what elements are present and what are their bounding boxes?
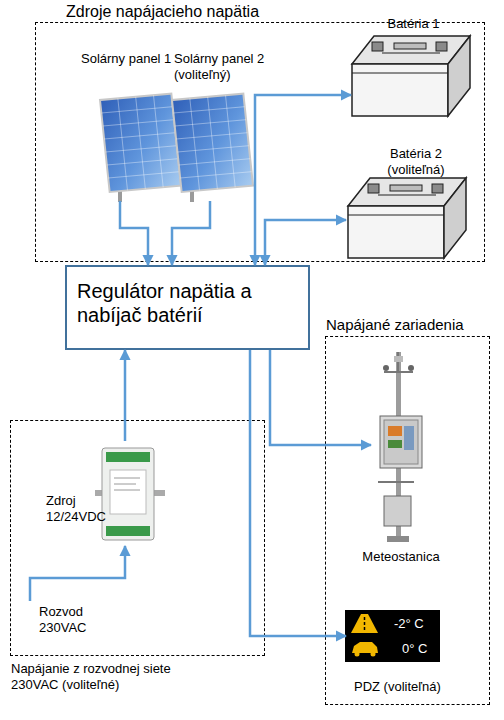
device-caption: Solárny panel 1 (81, 51, 176, 67)
load-group: Napájané zariadeniaMeteostanica-2° C0° C… (325, 336, 490, 705)
box-label: Regulátor napätia a nabíjač batérií (77, 279, 302, 327)
device-caption: Batéria 2 (voliteľná) (381, 146, 451, 177)
power-connector (30, 546, 125, 601)
solar-panel: Solárny panel 2 (voliteľný) (166, 46, 266, 201)
display-reading: -2° C (394, 616, 439, 632)
power-connector (265, 220, 346, 265)
weather-station: Meteostanica (371, 346, 431, 568)
device-caption: PDZ (voliteľná) (354, 679, 464, 695)
display-sign-image (345, 610, 440, 662)
device-caption: Batéria 1 (351, 16, 476, 32)
power-connector (255, 95, 351, 265)
device-caption: Meteostanica (359, 549, 443, 565)
group-heading: Napájané zariadenia (326, 316, 504, 334)
device-caption: Solárny panel 2 (voliteľný) (174, 51, 269, 82)
power-connector (172, 201, 210, 265)
solar-panel-image (100, 94, 181, 202)
mains-group: Napájanie z rozvodnej siete 230VAC (voli… (10, 420, 265, 656)
weather-station-image (378, 352, 422, 542)
battery-image (348, 178, 466, 258)
display-sign: -2° C0° CPDZ (voliteľná) (346, 611, 441, 663)
solar-panel-image (172, 94, 253, 202)
group-heading: Zdroje napájacieho napätia (66, 2, 386, 21)
power-connector (124, 350, 127, 441)
power-supply: Zdroj 12/24VDC (41, 441, 166, 546)
solar-panel: Solárny panel 1 (76, 46, 176, 201)
battery: Batéria 1 (351, 16, 476, 117)
power-connector (250, 350, 346, 636)
battery-image (352, 36, 470, 116)
source-group: Zdroje napájacieho napätiaSolárny panel … (35, 22, 485, 262)
mains-outlet: Rozvod 230VAC (29, 601, 104, 641)
power-connector (120, 201, 148, 265)
display-reading: 0° C (402, 641, 440, 657)
device-caption: Rozvod 230VAC (39, 604, 101, 635)
power-supply-image (95, 448, 165, 540)
battery: Batéria 2 (voliteľná) (346, 146, 471, 259)
device-caption: Zdroj 12/24VDC (46, 493, 112, 524)
process-box: Regulátor napätia a nabíjač batérií (65, 265, 310, 350)
power-connector (270, 350, 371, 445)
group-heading: Napájanie z rozvodnej siete 230VAC (voli… (11, 661, 211, 692)
